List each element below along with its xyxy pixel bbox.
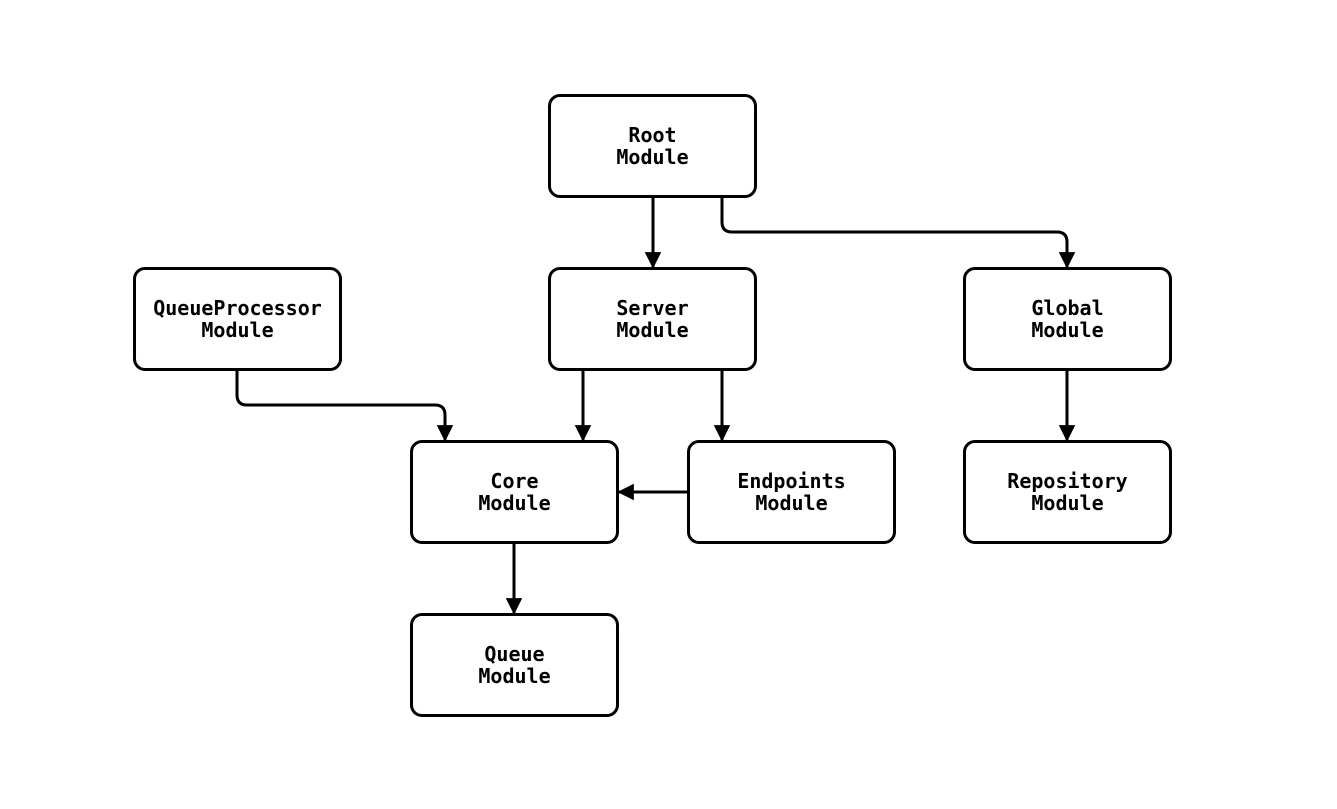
- edge-queueprocessor-to-core: [235, 371, 454, 442]
- node-label-line: Server: [616, 296, 689, 320]
- node-label-line: Module: [1031, 491, 1104, 515]
- node-label-line: Module: [201, 318, 274, 342]
- node-label-line: Endpoints: [737, 469, 846, 493]
- node-label-line: Module: [616, 145, 689, 169]
- node-label-line: Module: [1031, 318, 1104, 342]
- edge-root-to-global: [720, 198, 1076, 269]
- node-label-line: Global: [1031, 296, 1104, 320]
- node-label-line: Repository: [1007, 469, 1128, 493]
- node-label-line: Module: [478, 664, 551, 688]
- node-label-line: QueueProcessor: [153, 296, 322, 320]
- node-label-line: Module: [755, 491, 828, 515]
- node-label-line: Module: [616, 318, 689, 342]
- node-label-line: Module: [478, 491, 551, 515]
- node-label-line: Root: [628, 123, 677, 147]
- node-label-line: Queue: [484, 642, 545, 666]
- node-label-line: Core: [490, 469, 539, 493]
